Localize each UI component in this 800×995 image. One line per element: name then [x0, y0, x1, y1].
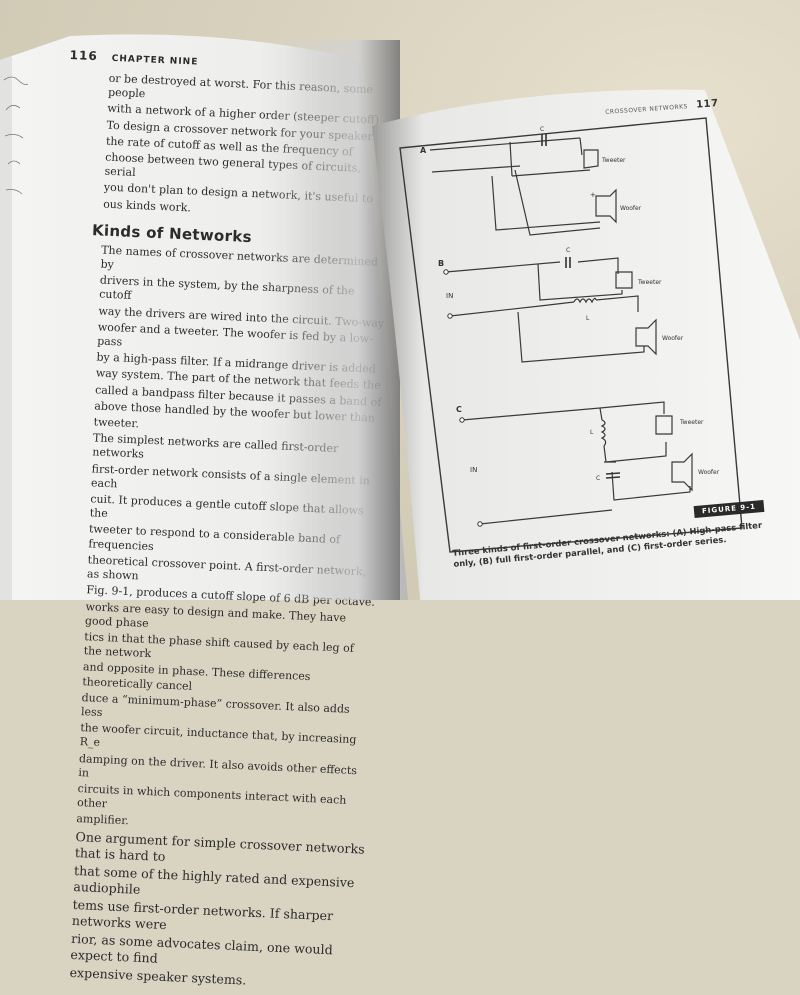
- woofer-c-icon: [671, 452, 693, 492]
- label-a: A: [420, 146, 427, 155]
- cap-b-label: C: [566, 247, 570, 254]
- closing-paragraph: One argument for simple crossover networ…: [29, 827, 365, 993]
- tweeter-b-icon: [615, 271, 633, 289]
- tweeter-a-label: Tweeter: [601, 157, 626, 164]
- right-page-sheet: A C Tweeter Woofer + B IN C L Tweeter Wo…: [372, 89, 800, 600]
- right-page-number: 117: [695, 98, 719, 111]
- inductor-b: [573, 297, 597, 304]
- circuit-b: [445, 257, 657, 363]
- tweeter-b-label: Tweeter: [637, 279, 662, 286]
- figure-frame: [399, 117, 743, 553]
- plus-sign: +: [590, 191, 596, 199]
- input-b-label: IN: [446, 292, 453, 300]
- circuit-a: [429, 137, 617, 236]
- inductor-b-label: L: [586, 315, 590, 322]
- cap-a-label: C: [540, 126, 544, 133]
- label-c: C: [456, 405, 462, 414]
- inductor-c-label: L: [590, 429, 594, 436]
- inductor-c: [600, 419, 607, 447]
- tweeter-c-icon: [655, 415, 673, 435]
- woofer-a-label: Woofer: [620, 205, 642, 212]
- woofer-a-icon: [595, 188, 617, 224]
- input-c-label: IN: [470, 466, 477, 474]
- woofer-b-icon: [635, 318, 657, 356]
- label-b: B: [438, 259, 444, 268]
- woofer-b-label: Woofer: [662, 335, 684, 342]
- tweeter-c-label: Tweeter: [679, 419, 704, 426]
- pencil-notes: [3, 76, 29, 195]
- woofer-c-label: Woofer: [698, 469, 720, 476]
- circuit-c: [461, 401, 693, 525]
- cap-c-label: C: [596, 475, 600, 482]
